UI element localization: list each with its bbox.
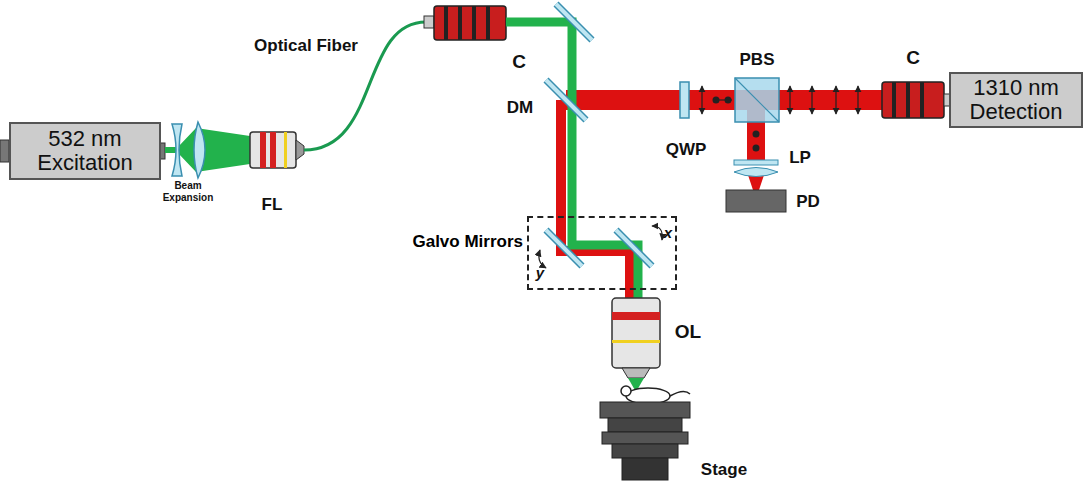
galvo-group: Galvo Mirrors <box>527 216 677 290</box>
part-label: OL <box>675 321 701 343</box>
group-label: Galvo Mirrors <box>412 232 523 252</box>
detector-box: 1310 nm Detection <box>949 72 1083 128</box>
part-label: C <box>512 51 526 73</box>
part-label: Beam Expansion <box>157 180 219 204</box>
axis-label: x <box>664 224 672 241</box>
part-label: FL <box>262 195 283 215</box>
part-label: DM <box>507 98 533 118</box>
source-box: 532 nm Excitation <box>9 122 161 180</box>
part-label: C <box>906 47 920 69</box>
part-label: LP <box>789 148 811 168</box>
part-label: Optical Fiber <box>254 36 358 56</box>
part-label: Stage <box>701 460 747 480</box>
part-label: PD <box>796 192 820 212</box>
box-label: 532 nm Excitation <box>11 127 159 175</box>
part-label: PBS <box>740 50 775 70</box>
part-label: QWP <box>666 140 707 160</box>
axis-label: y <box>536 264 544 281</box>
box-label: 1310 nm Detection <box>951 76 1081 124</box>
